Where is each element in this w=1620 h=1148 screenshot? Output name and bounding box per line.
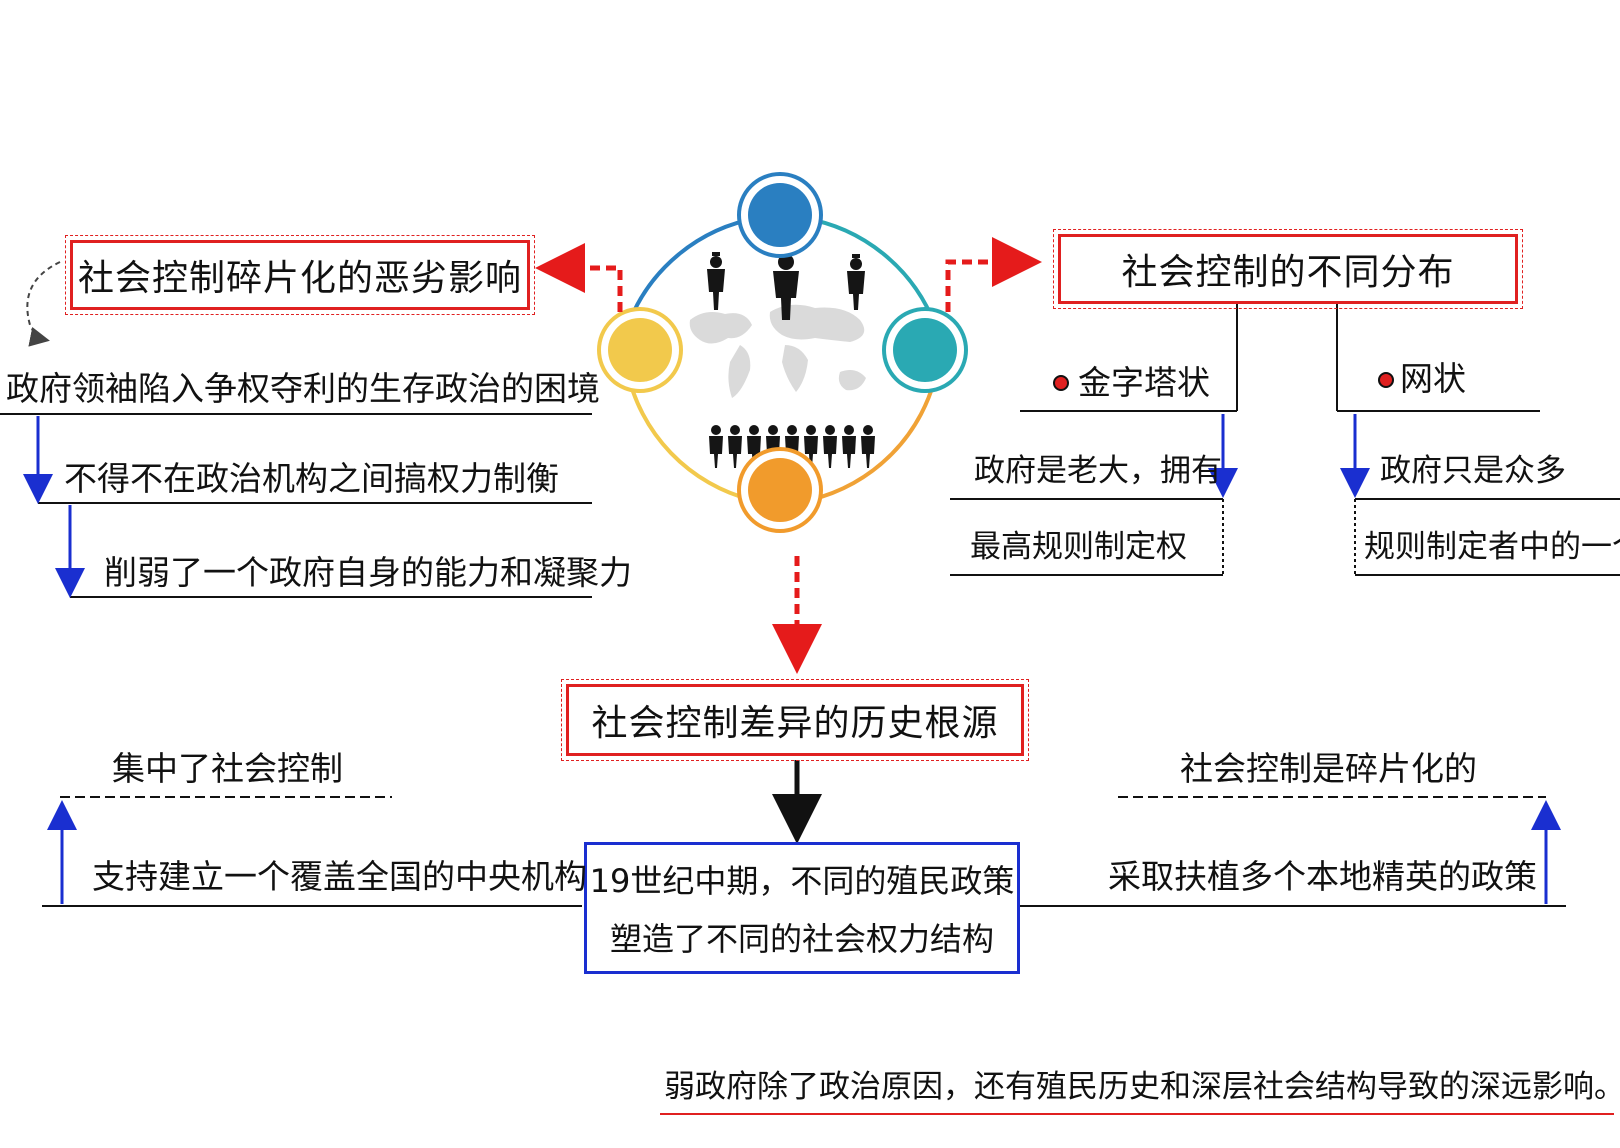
curved-dashed-arrow	[26, 261, 61, 347]
left-item-3: 削弱了一个政府自身的能力和凝聚力	[104, 553, 632, 592]
left-title-box: 社会控制碎片化的恶劣影响	[65, 235, 535, 315]
pyramid-line-1: 政府是老大，拥有	[974, 453, 1222, 489]
right-title: 社会控制的不同分布	[1121, 252, 1455, 293]
arrow-to-left-title	[535, 243, 623, 312]
left-item-1: 政府领袖陷入争权夺利的生存政治的困境	[6, 369, 600, 408]
world-map-icon	[689, 304, 866, 398]
footer-conclusion: 弱政府除了政治原因，还有殖民历史和深层社会结构导致的深远影响。	[664, 1069, 1620, 1105]
left-bottom-text: 支持建立一个覆盖全国的中央机构	[92, 857, 587, 896]
soldier-figures-icon	[707, 249, 865, 320]
middle-title: 社会控制差异的历史根源	[591, 703, 999, 744]
bullet-pyramid	[1053, 375, 1069, 391]
right-bottom-text: 采取扶植多个本地精英的政策	[1108, 857, 1537, 896]
left-top-text: 集中了社会控制	[112, 749, 343, 788]
middle-box-line-2: 塑造了不同的社会权力结构	[609, 920, 994, 958]
middle-content-box: 19世纪中期，不同的殖民政策 塑造了不同的社会权力结构	[584, 842, 1020, 974]
network-label: 网状	[1400, 359, 1466, 398]
circle-blue	[737, 172, 823, 258]
circle-orange	[737, 447, 823, 533]
left-item-2: 不得不在政治机构之间搞权力制衡	[64, 459, 559, 498]
right-top-text: 社会控制是碎片化的	[1180, 749, 1477, 788]
circle-teal	[882, 307, 968, 393]
middle-box-line-1: 19世纪中期，不同的殖民政策	[589, 862, 1015, 900]
network-line-1: 政府只是众多	[1380, 453, 1566, 489]
network-line-2: 规则制定者中的一个	[1364, 529, 1620, 565]
left-title: 社会控制碎片化的恶劣影响	[77, 258, 522, 299]
pyramid-line-2: 最高规则制定权	[970, 529, 1187, 565]
pyramid-label: 金字塔状	[1078, 363, 1210, 402]
arrow-to-right-title	[945, 237, 1042, 312]
right-title-box: 社会控制的不同分布	[1053, 229, 1523, 309]
middle-title-box: 社会控制差异的历史根源	[561, 679, 1029, 761]
circle-yellow	[597, 307, 683, 393]
bullet-network	[1378, 372, 1394, 388]
center-cycle-graphic	[597, 172, 968, 533]
